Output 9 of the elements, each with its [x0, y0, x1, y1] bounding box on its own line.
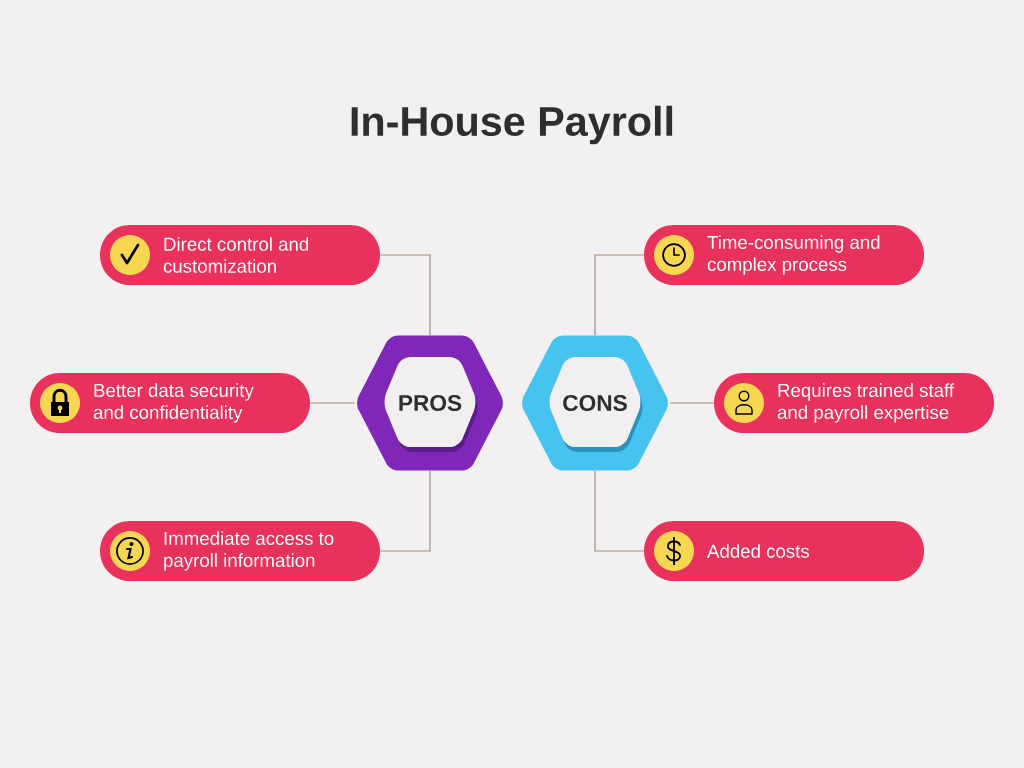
title: In-House Payroll [351, 105, 673, 145]
connector-line [594, 254, 645, 336]
hexagon: PROS [357, 335, 503, 471]
hexagon: CONS [522, 335, 668, 471]
connector-line [594, 470, 645, 552]
connector-line [309, 402, 356, 404]
connector-line [669, 402, 715, 404]
connector-line [379, 254, 431, 336]
connector-line [379, 470, 431, 552]
